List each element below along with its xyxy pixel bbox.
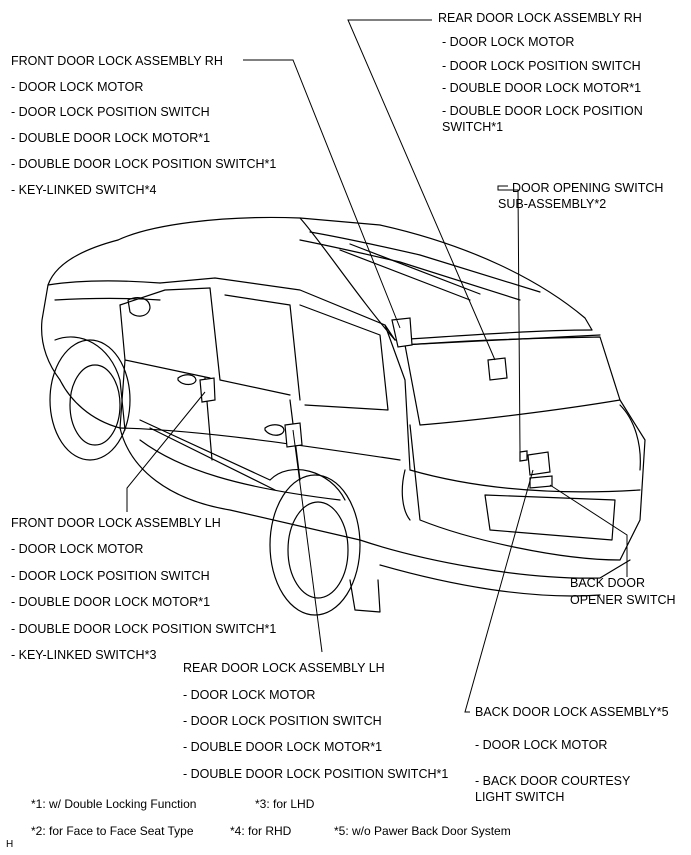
rear-rh-item: - DOUBLE DOOR LOCK POSITION: [442, 104, 643, 118]
front-lh-item: - DOOR LOCK MOTOR: [11, 542, 144, 556]
front-lh-lock-icon: [199, 377, 216, 403]
rear-rh-item: - DOUBLE DOOR LOCK MOTOR*1: [442, 81, 642, 95]
footnote-1: *1: w/ Double Locking Function: [31, 797, 197, 811]
front-lh-item: - DOUBLE DOOR LOCK MOTOR*1: [11, 595, 211, 609]
leader-front-lh: [126, 391, 206, 512]
front-lh-item: - DOUBLE DOOR LOCK POSITION SWITCH*1: [11, 622, 277, 636]
front-rh-item: - DOUBLE DOOR LOCK POSITION SWITCH*1: [11, 157, 277, 171]
front-lh-item: - DOOR LOCK POSITION SWITCH: [11, 569, 210, 583]
leader-rear-rh: [347, 19, 496, 361]
back-lock-item: - BACK DOOR COURTESY: [475, 774, 631, 788]
back-lock-title: BACK DOOR LOCK ASSEMBLY*5: [475, 705, 669, 719]
back-opener-switch-icon: [529, 475, 553, 489]
footnote-3: *3: for LHD: [255, 797, 315, 811]
front-rh-lock-icon: [391, 317, 413, 348]
rear-lh-item: - DOOR LOCK POSITION SWITCH: [183, 714, 382, 728]
rear-lh-item: - DOUBLE DOOR LOCK POSITION SWITCH*1: [183, 767, 449, 781]
rear-lh-item: - DOUBLE DOOR LOCK MOTOR*1: [183, 740, 383, 754]
front-lh-title: FRONT DOOR LOCK ASSEMBLY LH: [11, 516, 221, 530]
rear-rh-item: - DOOR LOCK POSITION SWITCH: [442, 59, 641, 73]
rear-rh-title: REAR DOOR LOCK ASSEMBLY RH: [438, 11, 642, 25]
front-rh-item: - DOOR LOCK MOTOR: [11, 80, 144, 94]
footnote-5: *5: w/o Pawer Back Door System: [334, 824, 511, 838]
front-lh-item: - KEY-LINKED SWITCH*3: [11, 648, 157, 662]
footnote-2: *2: for Face to Face Seat Type: [31, 824, 194, 838]
back-opener-line1: BACK DOOR: [570, 576, 646, 590]
door-opening-line1: DOOR OPENING SWITCH: [512, 181, 664, 195]
leader-lines: [126, 19, 628, 713]
suv-outline: [40, 216, 646, 616]
front-rh-item: - DOUBLE DOOR LOCK MOTOR*1: [11, 131, 211, 145]
rear-rh-lock-icon: [487, 357, 508, 381]
corner-mark: H: [6, 839, 14, 850]
rear-rh-item: - DOOR LOCK MOTOR: [442, 35, 575, 49]
lock-components: [199, 317, 553, 489]
leader-front-rh: [243, 59, 401, 329]
leader-back-lock: [464, 469, 534, 713]
back-door-lock-icon: [527, 451, 551, 476]
leader-rear-lh: [292, 429, 323, 653]
leader-door-opening: [497, 185, 521, 453]
front-rh-title: FRONT DOOR LOCK ASSEMBLY RH: [11, 54, 223, 68]
door-opening-switch-icon: [519, 450, 528, 462]
back-opener-line2: OPENER SWITCH: [570, 593, 676, 607]
leader-back-opener: [549, 484, 628, 577]
door-opening-line2: SUB-ASSEMBLY*2: [498, 197, 607, 211]
back-lock-item: - DOOR LOCK MOTOR: [475, 738, 608, 752]
rear-lh-item: - DOOR LOCK MOTOR: [183, 688, 316, 702]
front-rh-item: - DOOR LOCK POSITION SWITCH: [11, 105, 210, 119]
rear-lh-title: REAR DOOR LOCK ASSEMBLY LH: [183, 661, 385, 675]
footnote-4: *4: for RHD: [230, 824, 292, 838]
rear-rh-item: SWITCH*1: [442, 120, 504, 134]
front-rh-item: - KEY-LINKED SWITCH*4: [11, 183, 157, 197]
back-lock-item: LIGHT SWITCH: [475, 790, 565, 804]
